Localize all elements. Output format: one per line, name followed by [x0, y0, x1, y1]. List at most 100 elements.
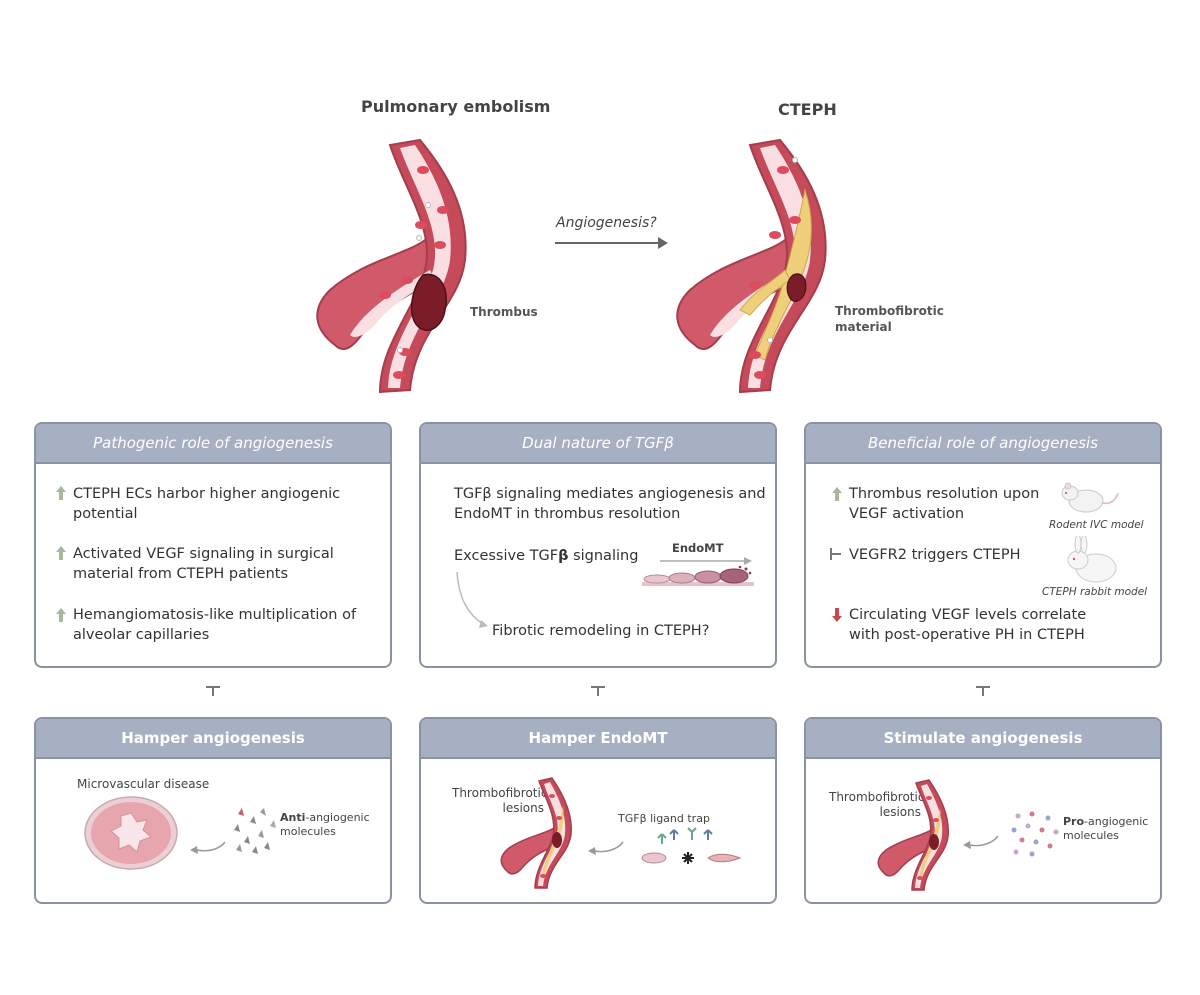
text: -angiogenic: [1084, 815, 1149, 828]
beneficial-item-1: Thrombus resolution upon VEGF activation: [849, 484, 1049, 524]
rbc: [379, 291, 391, 299]
endomt-label: EndoMT: [672, 541, 724, 555]
title-cteph: CTEPH: [778, 100, 837, 119]
pro-angiogenic-label: Pro-angiogenic molecules: [1063, 815, 1148, 843]
microvascular-title: Microvascular disease: [77, 777, 210, 791]
rbc: [434, 241, 446, 249]
panel-stimulate-angiogenesis: Stimulate angiogenesis: [804, 717, 1162, 904]
wbc: [767, 337, 773, 343]
down-arrow-icon: [832, 608, 842, 622]
beneficial-item-3: Circulating VEGF levels correlate with p…: [849, 605, 1154, 645]
item-line: CTEPH ECs harbor higher angiogenic: [73, 486, 341, 502]
label-thrombus: Thrombus: [470, 305, 538, 319]
panel-dual-nature-tgfb: Dual nature of TGFβ: [419, 422, 777, 668]
right-arrow-icon: [555, 237, 668, 249]
tgfb-description: TGFβ signaling mediates angiogenesis and…: [454, 484, 769, 524]
wbc: [416, 235, 422, 241]
item-line: potential: [73, 506, 138, 522]
pathogenic-item-2: Activated VEGF signaling in surgical mat…: [73, 544, 383, 584]
item-line: alveolar capillaries: [73, 627, 210, 643]
anti-angiogenic-label: Anti-angiogenic molecules: [280, 811, 370, 839]
rbc: [754, 371, 766, 379]
rbc: [749, 281, 761, 289]
item-line: EndoMT in thrombus resolution: [454, 506, 681, 522]
inhibit-connector-icon: [591, 686, 605, 696]
rbc: [417, 166, 429, 174]
rabbit-illustration: [1067, 536, 1117, 583]
curved-arrow-icon: [456, 571, 488, 628]
label-angiogenesis: Angiogenesis?: [556, 215, 657, 231]
ligand-trap-illustration: [641, 827, 742, 864]
lesion-vessel-illustration: [877, 779, 949, 891]
panel-beneficial-role: Beneficial role of angiogenesis: [804, 422, 1162, 668]
label-line: molecules: [1063, 829, 1119, 842]
label-line: Thrombofibrotic: [835, 304, 944, 318]
inhibit-connector-icon: [206, 686, 220, 696]
item-line: VEGFR2 triggers CTEPH: [849, 547, 1021, 563]
rbc: [789, 216, 801, 224]
panel-header: Dual nature of TGFβ: [421, 424, 775, 464]
item-line: Activated VEGF signaling in surgical: [73, 546, 334, 562]
rbc: [401, 276, 413, 284]
text: Excessive TGF: [454, 548, 559, 564]
item-line: Hemangiomatosis-like multiplication of: [73, 607, 357, 623]
panel-pathogenic-role: Pathogenic role of angiogenesis: [34, 422, 392, 668]
thrombus: [786, 273, 807, 302]
label-thrombofibrotic-material: Thrombofibrotic material: [835, 303, 944, 335]
label-line: lesions: [502, 801, 544, 815]
pro-angiogenic-molecules-icon: [1011, 811, 1059, 857]
label-line: lesions: [879, 805, 921, 819]
lesion-vessel-illustration: [500, 777, 572, 889]
item-line: material from CTEPH patients: [73, 566, 289, 582]
vessel-illustration-cteph: [676, 138, 827, 394]
left-arrow-icon: [190, 841, 226, 854]
panel-hamper-angiogenesis: Hamper angiogenesis: [34, 717, 392, 904]
item-line: VEGF activation: [849, 506, 965, 522]
item-line: TGFβ signaling mediates angiogenesis and: [454, 486, 766, 502]
item-line: Circulating VEGF levels correlate: [849, 607, 1087, 623]
lesions-label: Thrombofibrotic lesions: [452, 786, 548, 816]
endomt-cells-illustration: [642, 566, 754, 586]
ligand-trap-label: TGFβ ligand trap: [618, 812, 710, 825]
thrombus: [410, 273, 447, 331]
left-arrow-icon: [963, 835, 999, 849]
panel-header: Hamper EndoMT: [421, 719, 775, 759]
label-line: molecules: [280, 825, 336, 838]
label-line: material: [835, 320, 892, 334]
lesions-label: Thrombofibrotic lesions: [829, 790, 924, 820]
vessel-illustration-pe: [316, 138, 467, 394]
up-arrow-icon: [56, 608, 66, 622]
pathogenic-item-1: CTEPH ECs harbor higher angiogenic poten…: [73, 484, 383, 524]
label-line: Thrombofibrotic: [452, 786, 548, 800]
excessive-tgfb: Excessive TGFβ signaling: [454, 546, 638, 566]
label-line: Pro-angiogenic: [1063, 815, 1148, 829]
fibrotic-material: [739, 269, 791, 316]
up-arrow-icon: [832, 487, 842, 501]
fibrotic-remodeling: Fibrotic remodeling in CTEPH?: [492, 623, 710, 639]
panel-header: Pathogenic role of angiogenesis: [36, 424, 390, 464]
rat-illustration: [1061, 482, 1119, 513]
rabbit-caption: CTEPH rabbit model: [1042, 586, 1148, 598]
beta-symbol: β: [558, 548, 569, 564]
fibrotic-material: [754, 188, 812, 361]
beneficial-item-2: VEGFR2 triggers CTEPH: [849, 545, 1049, 565]
rbc: [393, 371, 405, 379]
inhibit-connector-icon: [976, 686, 990, 696]
label-line: Anti-angiogenic: [280, 811, 370, 825]
item-line: Thrombus resolution upon: [849, 486, 1040, 502]
panel-header: Beneficial role of angiogenesis: [806, 424, 1160, 464]
microvessel-cross-section: [84, 796, 178, 870]
panel-hamper-endomt: Hamper EndoMT: [419, 717, 777, 904]
text: -angiogenic: [305, 811, 370, 824]
pro-bold: Pro: [1063, 815, 1085, 828]
rbc: [769, 231, 781, 239]
panel-header: Hamper angiogenesis: [36, 719, 390, 759]
panel-header: Stimulate angiogenesis: [806, 719, 1160, 759]
wbc: [792, 157, 798, 163]
pathogenic-item-3: Hemangiomatosis-like multiplication of a…: [73, 605, 383, 645]
rbc: [415, 221, 427, 229]
rodent-caption: Rodent IVC model: [1049, 519, 1144, 531]
rbc: [437, 206, 449, 214]
up-arrow-icon: [56, 546, 66, 560]
wbc: [397, 347, 403, 353]
